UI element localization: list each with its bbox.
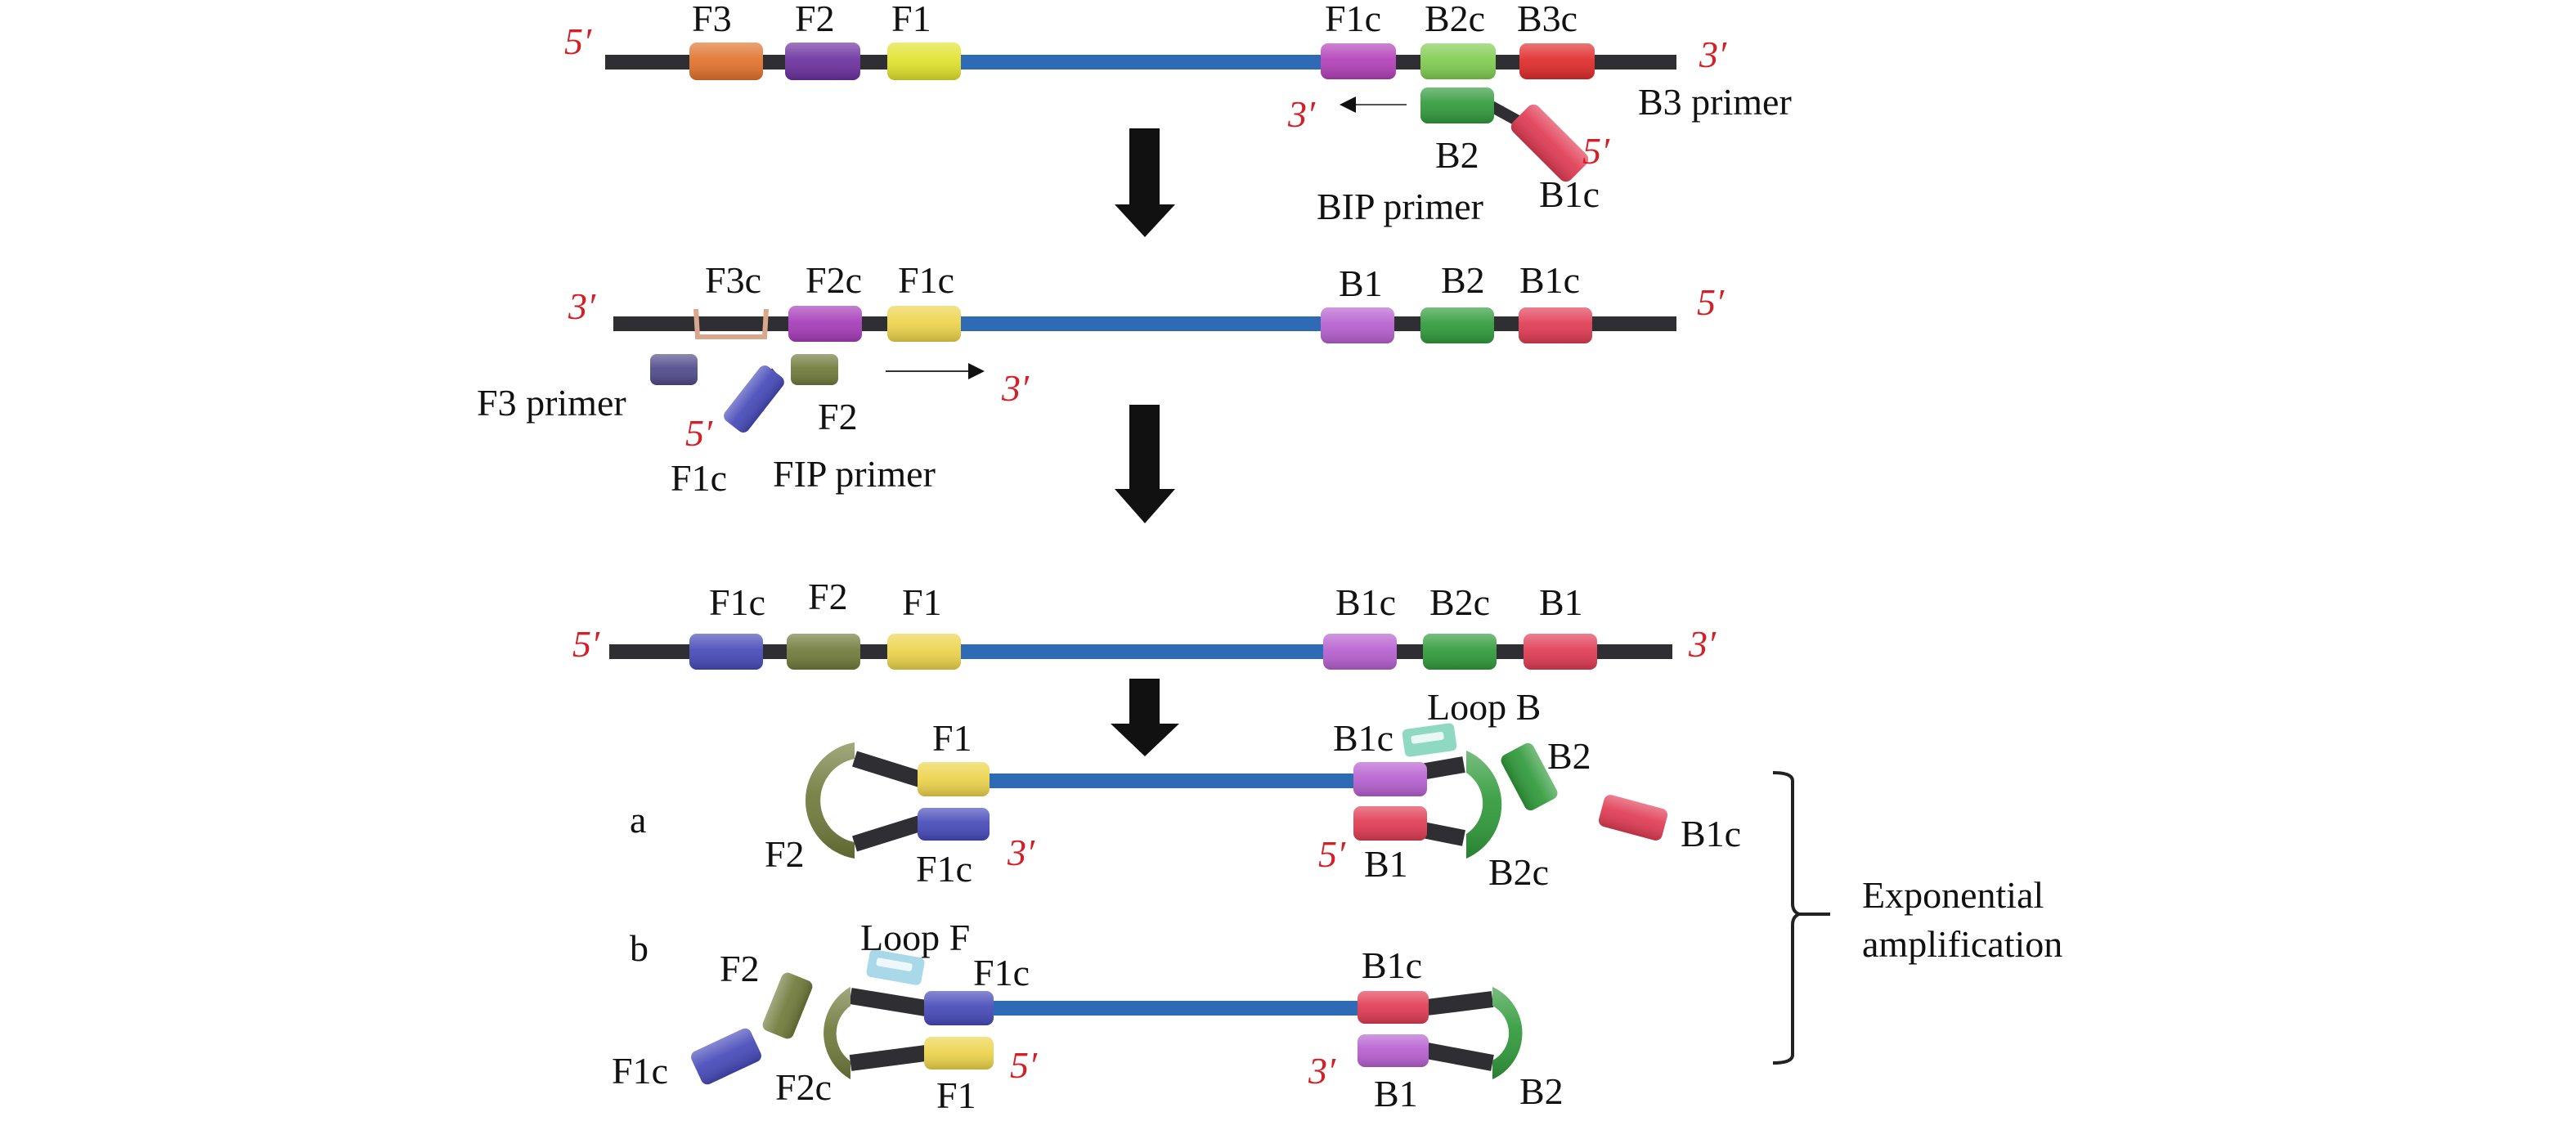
- block-F1c: F1c: [689, 581, 765, 670]
- region-label: F1c: [612, 1050, 668, 1092]
- region-label: F2c: [775, 1066, 832, 1108]
- region-label: B1: [1364, 843, 1408, 885]
- end-label: 5′: [1010, 1044, 1038, 1086]
- block-F1c: F1c: [887, 259, 961, 342]
- region-label: F1: [936, 1074, 976, 1116]
- region-label: BIP primer: [1317, 186, 1483, 227]
- region-label: B1c: [1539, 173, 1600, 215]
- region-label: B2c: [1488, 851, 1549, 893]
- region-label: B2c: [1429, 581, 1490, 623]
- region-label: B1c: [1681, 813, 1741, 854]
- bracket-label: Exponential: [1862, 874, 2044, 916]
- down-arrow-icon: [1115, 405, 1175, 523]
- region-label: F1: [891, 0, 931, 39]
- region-label: B2: [1435, 134, 1479, 176]
- region-label: Loop B: [1427, 686, 1541, 728]
- region-label: Loop F: [860, 917, 970, 958]
- end-label: 3′: [1308, 1050, 1336, 1092]
- fip-primer: 3′ 5′ F2 F1c FIP primer: [671, 354, 1030, 499]
- region-label: F2: [818, 396, 858, 437]
- end-label: 3′: [1287, 93, 1316, 135]
- region-label: B2: [1441, 259, 1485, 301]
- end-label: 3′: [1001, 367, 1030, 409]
- block-F2: F2: [785, 0, 860, 80]
- region-label: F2c: [806, 259, 862, 301]
- region-label: F1c: [973, 952, 1030, 993]
- step3-strand: 5′ 3′ F1c F2 F1 B1c B2c: [572, 576, 1717, 670]
- block-B1c: B1c: [1519, 259, 1592, 343]
- region-label: B1c: [1335, 581, 1396, 623]
- bip-primer: 3′ 5′ B2 B1c BIP primer: [1287, 87, 1610, 227]
- block-F1c: F1c: [1321, 0, 1396, 79]
- end-label: 5′: [572, 623, 600, 665]
- structure-a: F1 F1c F2 3′ B1c Loop B B1 B: [765, 686, 1741, 893]
- down-arrow-icon: [1111, 679, 1179, 756]
- end-label: 5′: [1697, 281, 1725, 323]
- structure-tag: a: [630, 799, 646, 841]
- end-label: 3′: [1699, 34, 1727, 75]
- block-F3c: F3c: [693, 259, 769, 339]
- structure-b: Loop F F1c F1 F2c F2 F1c 5′ B1c B1 B2 3′: [612, 917, 1564, 1116]
- block-F1: F1: [887, 581, 961, 670]
- region-label: F3: [692, 0, 732, 39]
- region-label: B3c: [1517, 0, 1577, 39]
- block-F3: F3: [689, 0, 763, 80]
- region-label: F1c: [898, 259, 954, 301]
- region-label: B1: [1374, 1073, 1418, 1114]
- region-label: F1: [932, 717, 972, 759]
- region-label: B2c: [1425, 0, 1485, 39]
- end-label: 3′: [1007, 832, 1035, 873]
- b3-primer-label: B3 primer: [1638, 81, 1792, 123]
- region-label: F2: [720, 948, 760, 989]
- end-label: 5′: [564, 20, 592, 62]
- fip-bound: [691, 972, 813, 1085]
- step2-strand: 3′ 5′ F3c F2c F1c B1 B2 B1c: [568, 259, 1725, 343]
- region-label: F1c: [671, 457, 727, 499]
- region-label: B1: [1539, 581, 1583, 623]
- region-label: B1c: [1333, 717, 1393, 759]
- bip-bound: [1501, 742, 1668, 841]
- region-label: F2: [808, 576, 848, 617]
- block-B2: B2: [1420, 259, 1494, 343]
- end-label: 3′: [1688, 623, 1717, 665]
- block-F1: F1: [887, 0, 961, 80]
- block-B1c: B1c: [1323, 581, 1397, 670]
- block-F2: F2: [787, 576, 860, 670]
- region-label: B1c: [1362, 944, 1422, 986]
- end-label: 5′: [685, 412, 713, 454]
- block-B1: B1: [1321, 262, 1394, 343]
- region-label: B2: [1547, 735, 1591, 777]
- bracket-label: amplification: [1862, 923, 2062, 965]
- block-B1: B1: [1524, 581, 1597, 670]
- end-label: 5′: [1582, 130, 1610, 172]
- loop-b-primer: [1402, 723, 1457, 757]
- region-label: B1: [1339, 262, 1383, 304]
- f3-primer: F3 primer: [477, 354, 698, 424]
- region-label: FIP primer: [773, 453, 936, 495]
- region-label: B2: [1519, 1070, 1564, 1112]
- region-label: F1c: [916, 848, 972, 890]
- block-B2c: B2c: [1420, 0, 1496, 79]
- region-label: F1c: [1325, 0, 1381, 39]
- structure-tag: b: [630, 927, 648, 969]
- loop-f-primer: [866, 949, 925, 985]
- region-label: F3 primer: [477, 382, 626, 424]
- region-label: B1c: [1519, 259, 1580, 301]
- amplification-bracket: [1772, 771, 1830, 1065]
- step1-strand: 5′ 3′ F3 F2 F1 F1c B2c: [564, 0, 1727, 80]
- block-F2c: F2c: [788, 259, 862, 342]
- region-label: F1c: [709, 581, 765, 623]
- block-B3c: B3c: [1517, 0, 1595, 79]
- down-arrow-icon: [1115, 128, 1175, 237]
- region-label: F2: [765, 833, 805, 875]
- region-label: F3c: [705, 259, 761, 301]
- end-label: 3′: [568, 285, 596, 327]
- end-label: 5′: [1318, 833, 1346, 875]
- region-label: F2: [795, 0, 835, 39]
- block-B2c: B2c: [1423, 581, 1497, 670]
- region-label: F1: [902, 581, 942, 623]
